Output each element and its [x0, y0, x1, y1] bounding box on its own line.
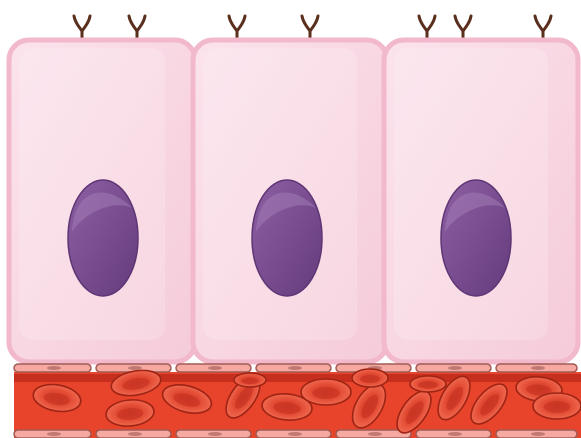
- vessel-wall-top: [14, 364, 577, 372]
- epithelial-cell-2: [193, 40, 387, 362]
- endothelial-cell: [96, 430, 171, 438]
- epithelial-cell-layer: [9, 40, 578, 362]
- epithelial-cell-1: [9, 40, 195, 362]
- endothelial-cell: [176, 430, 251, 438]
- endothelial-cell: [496, 430, 577, 438]
- endothelial-cell: [176, 364, 251, 372]
- endothelial-cell: [416, 430, 491, 438]
- red-blood-cell: [301, 379, 351, 405]
- vessel-lumen-shadow: [14, 374, 581, 382]
- endothelial-cell: [14, 364, 91, 372]
- blood-vessel: [14, 364, 581, 438]
- red-blood-cell: [352, 369, 388, 387]
- endothelial-cell: [416, 364, 491, 372]
- endothelial-cell: [14, 430, 91, 438]
- red-blood-cell: [234, 373, 266, 387]
- endothelial-cell: [256, 364, 331, 372]
- endothelial-cell: [496, 364, 577, 372]
- red-blood-cell: [533, 393, 581, 419]
- endothelial-cell: [256, 430, 331, 438]
- epithelial-cell-3: [384, 40, 578, 362]
- red-blood-cell: [410, 376, 446, 392]
